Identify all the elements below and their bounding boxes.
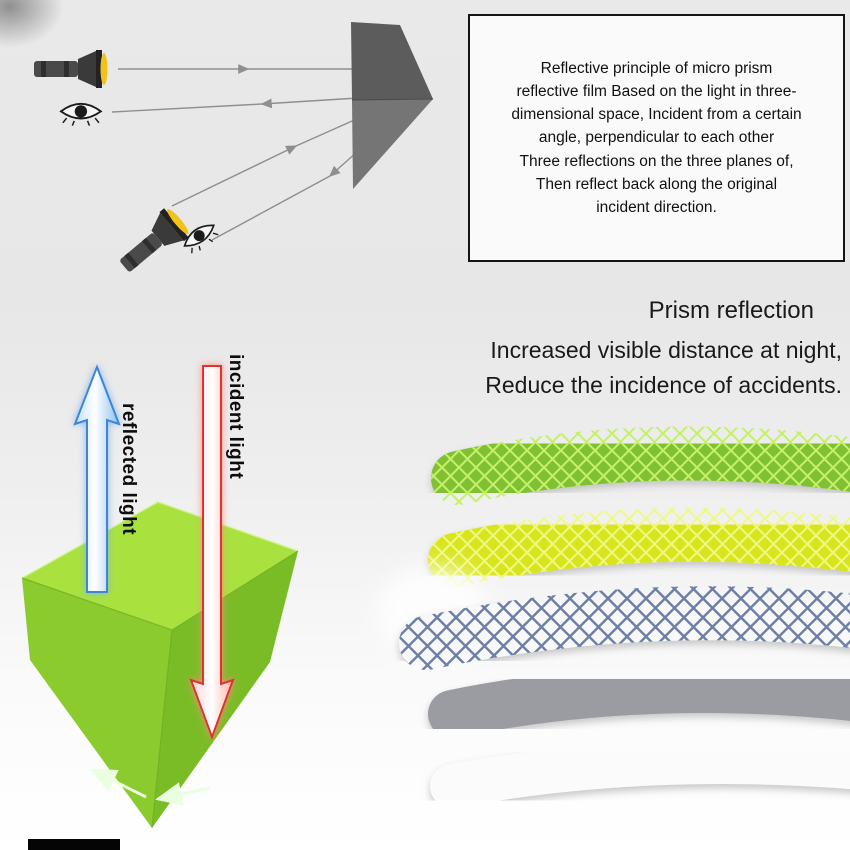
principle-text-line: Reflective principle of micro prism — [540, 59, 773, 77]
green-prism-top-face — [22, 502, 298, 630]
principle-text-line: reflective film Based on the light in th… — [516, 82, 797, 100]
prism-facet-edge — [351, 98, 434, 101]
principle-text-line: Three reflections on the three planes of… — [519, 152, 794, 170]
tape-strip-yellow-pattern — [428, 507, 850, 587]
tape-strip-white — [430, 740, 850, 808]
tape-strip-white-lattice-pattern — [399, 586, 850, 670]
headline-line: Increased visible distance at night, — [490, 337, 842, 363]
headline-line: Reduce the incidence of accidents. — [485, 371, 842, 398]
prism-facet-upper — [351, 22, 433, 100]
green-prism-edge-highlight — [21, 501, 299, 579]
prism-facet-lower — [352, 99, 433, 189]
tape-strip-green-pattern — [431, 426, 850, 505]
beam-line — [111, 103, 263, 113]
principle-text-line: incident direction. — [596, 199, 717, 217]
reflected-light-arrow-icon — [73, 364, 121, 593]
reflection-diagram — [34, 22, 434, 282]
beam-line — [171, 145, 298, 207]
bottom-black-bar — [28, 839, 120, 850]
principle-text-line: angle, perpendicular to each other — [538, 129, 775, 147]
flashlight-icon — [112, 204, 193, 282]
green-prism-left-face — [22, 578, 172, 828]
flashlight-icon — [34, 50, 108, 88]
tape-strips — [377, 426, 850, 808]
headline-title: Prism reflection — [648, 297, 814, 324]
green-prism — [21, 501, 299, 829]
bottom-arrow-icon — [155, 782, 211, 806]
beam-line — [211, 175, 331, 241]
bottom-arrow-icon — [89, 768, 147, 799]
principle-text-box: Reflective principle of micro prism refl… — [468, 14, 845, 262]
micro-prism-shape — [351, 22, 434, 189]
tape-strip-gray — [428, 665, 850, 738]
principle-text-line: Then reflect back along the original — [535, 175, 778, 193]
headline: Prism reflection Increased visible dista… — [485, 297, 844, 402]
incident-light-label: incident light — [225, 354, 246, 480]
eye-icon — [60, 102, 102, 127]
corner-smudge — [0, 0, 64, 48]
principle-text-line: dimensional space, Incident from a certa… — [511, 106, 802, 124]
incident-light-arrow-icon — [189, 365, 235, 740]
reflected-light-label: reflected light — [118, 403, 139, 536]
